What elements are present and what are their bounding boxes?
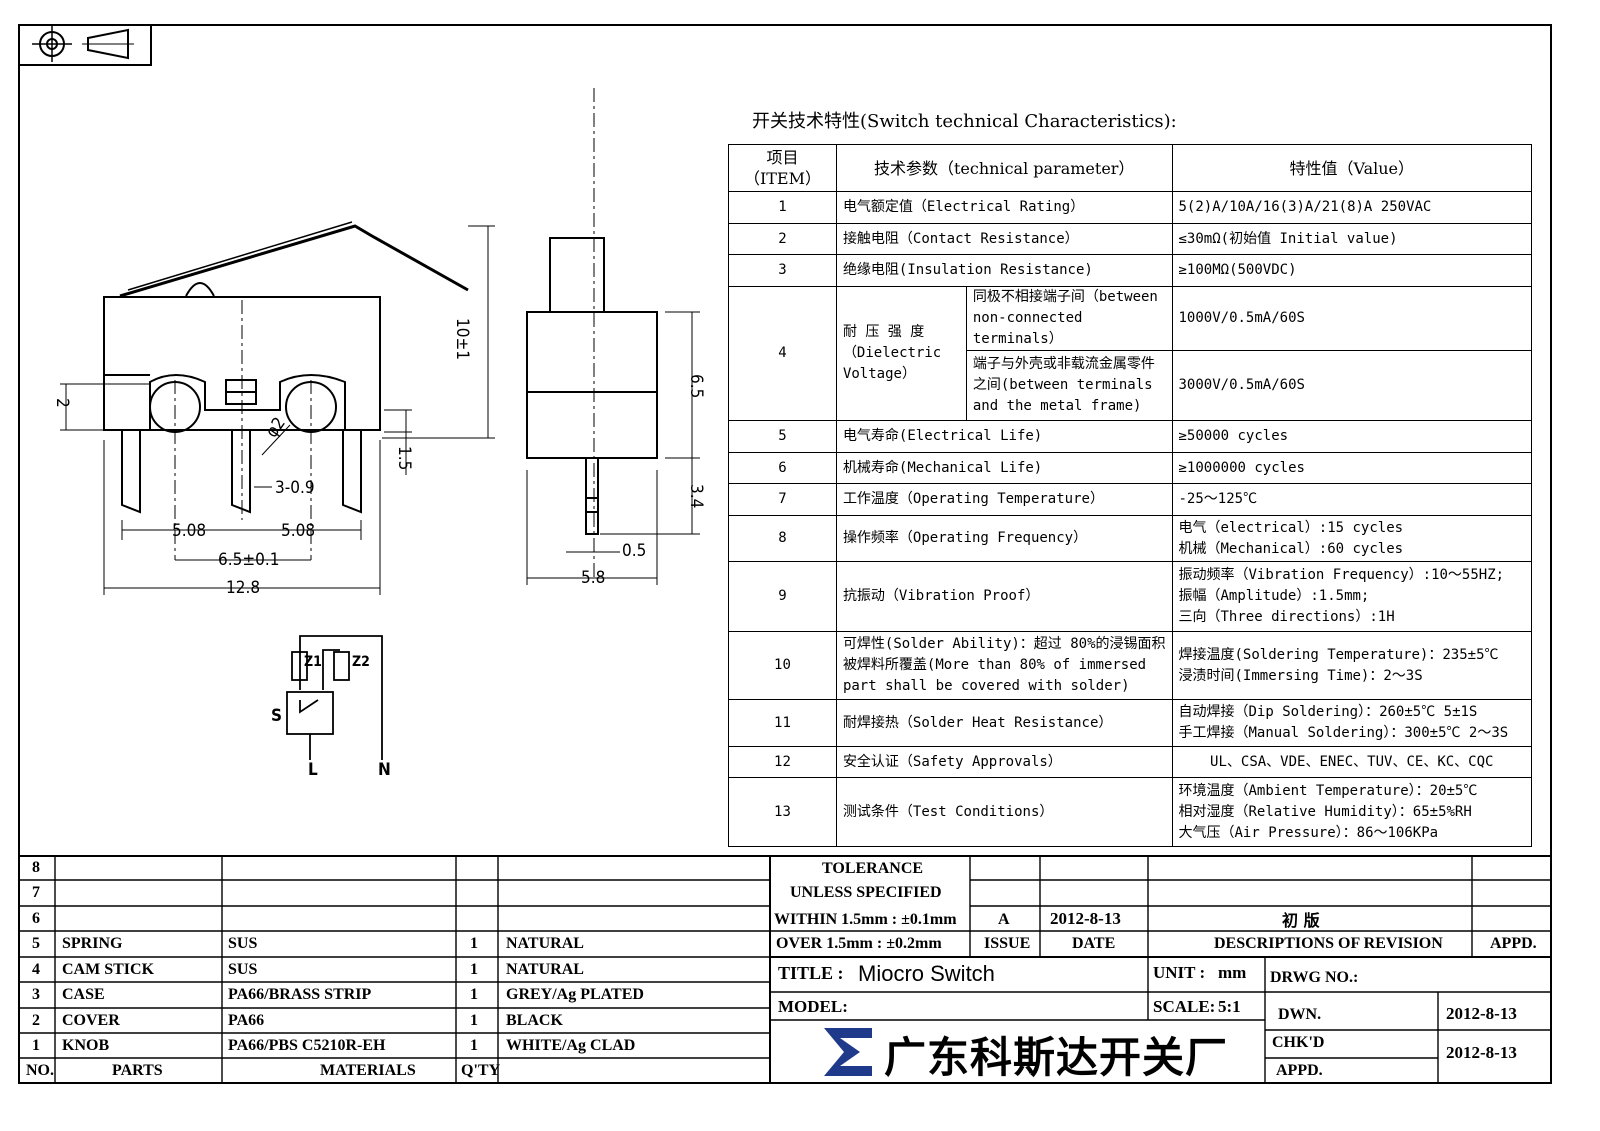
bom-no: 5 (32, 935, 40, 952)
drawing-number-label: DRWG NO.: (1270, 969, 1359, 986)
company-name: 广东科斯达开关厂 (884, 1033, 1229, 1082)
schematic-z1-label: Z1 (304, 654, 322, 670)
dim-spacing-right: 5.08 (281, 521, 316, 541)
revision-issue: A (998, 911, 1010, 928)
title-label: TITLE : (778, 963, 844, 983)
bom-material: SUS (228, 961, 258, 978)
unit-label: UNIT : (1153, 963, 1206, 982)
bom-qty: 1 (470, 961, 478, 978)
dim-side-pin-thk: 0.5 (622, 541, 647, 561)
bom-qty: 1 (470, 986, 478, 1003)
unless-specified-label: UNLESS SPECIFIED (790, 884, 942, 901)
checked-date: 2012-8-13 (1446, 1043, 1517, 1062)
dim-spacing-left: 5.08 (172, 521, 207, 541)
bom-part: CASE (62, 986, 105, 1003)
bom-finish: GREY/Ag PLATED (506, 986, 644, 1003)
bom-no: 1 (32, 1037, 40, 1054)
bom-part: SPRING (62, 935, 123, 952)
header-issue: ISSUE (984, 935, 1031, 952)
tolerance-within: WITHIN 1.5mm : ±0.1mm (774, 911, 957, 928)
schematic-l-label: L (308, 760, 318, 780)
bom-material: PA66/BRASS STRIP (228, 986, 372, 1003)
bom-no: 3 (32, 986, 40, 1003)
spec-header-item: 项目（ITEM） (728, 144, 837, 192)
bom-material: PA66 (228, 1012, 265, 1029)
title-value: Miocro Switch (858, 961, 995, 986)
bom-header-qty: Q'TY (461, 1062, 501, 1079)
bom-no: 4 (32, 961, 40, 978)
projection-symbol-box (18, 24, 152, 66)
tolerance-label: TOLERANCE (822, 860, 924, 877)
spec-row-dielectric-2: 端子与外壳或非载流金属零件之间(between terminals and th… (729, 350, 1532, 421)
bom-finish: WHITE/Ag CLAD (506, 1037, 636, 1054)
bom-qty: 1 (470, 1037, 478, 1054)
company-logo-icon (824, 1028, 872, 1076)
projection-symbol-icon (32, 26, 134, 62)
drawn-label: DWN. (1278, 1006, 1322, 1023)
scale-value: 5:1 (1218, 997, 1241, 1016)
bom-finish: NATURAL (506, 961, 584, 978)
header-approved: APPD. (1490, 935, 1537, 952)
tolerance-over: OVER 1.5mm : ±0.2mm (776, 935, 942, 952)
approved-label: APPD. (1276, 1062, 1323, 1079)
bom-header-no: NO. (26, 1062, 54, 1079)
schematic-s-label: S (271, 706, 283, 726)
spec-table: 项目（ITEM） 技术参数（technical parameter） 特性值（V… (728, 144, 1532, 847)
bom-finish: BLACK (506, 1012, 563, 1029)
bom-material: SUS (228, 935, 258, 952)
bom-part: KNOB (62, 1037, 110, 1054)
schematic-z2-label: Z2 (352, 654, 370, 670)
scale-label: SCALE: (1153, 997, 1216, 1016)
dim-pin-span: 6.5±0.1 (218, 550, 280, 570)
revision-description: 初 版 (1282, 911, 1320, 930)
checked-label: CHK'D (1272, 1034, 1325, 1051)
model-label: MODEL: (778, 997, 848, 1016)
dim-pin-width: 3-0.9 (275, 478, 315, 498)
dim-body-length: 12.8 (226, 578, 261, 598)
spec-header-value: 特性值（Value） (1171, 144, 1532, 192)
bom-no: 7 (32, 884, 40, 901)
bom-part: COVER (62, 1012, 120, 1029)
bom-no: 6 (32, 910, 40, 927)
drawn-date: 2012-8-13 (1446, 1004, 1517, 1023)
bom-part: CAM STICK (62, 961, 155, 978)
drawing-frame (18, 24, 1552, 1084)
wiring-schematic (286, 635, 383, 760)
revision-date: 2012-8-13 (1050, 909, 1121, 928)
bom-qty: 1 (470, 935, 478, 952)
header-description: DESCRIPTIONS OF REVISION (1214, 935, 1443, 952)
bom-qty: 1 (470, 1012, 478, 1029)
bom-finish: NATURAL (506, 935, 584, 952)
bom-header-materials: MATERIALS (320, 1062, 416, 1079)
bom-header-parts: PARTS (112, 1062, 163, 1079)
bom-no: 8 (32, 859, 40, 876)
schematic-n-label: N (378, 760, 391, 780)
bom-material: PA66/PBS C5210R-EH (228, 1037, 386, 1054)
spec-row-dielectric: 4 耐 压 强 度（Dielectric Voltage） 同极不相接端子间（b… (728, 286, 1532, 421)
unit-value: mm (1218, 963, 1247, 982)
header-date: DATE (1072, 935, 1116, 952)
dim-side-width: 5.8 (581, 568, 606, 588)
bom-no: 2 (32, 1012, 40, 1029)
spec-title: 开关技术特性(Switch technical Characteristics)… (752, 111, 1177, 132)
